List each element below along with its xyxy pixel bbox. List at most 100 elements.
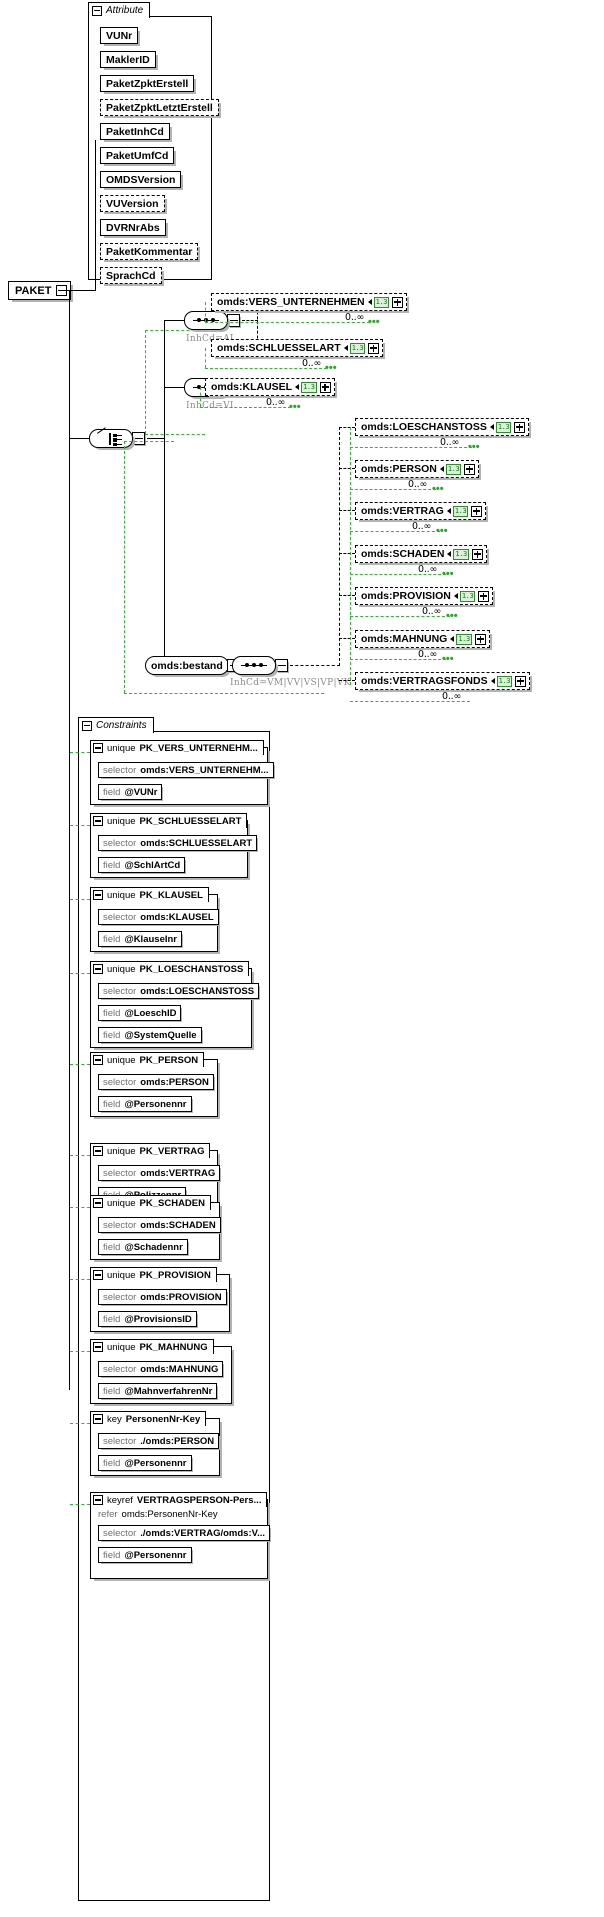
constraint-tab[interactable]: unique PK_SCHADEN (90, 1195, 211, 1210)
element-schaden[interactable]: omds:SCHADEN 1.3 (355, 545, 487, 563)
minus-icon[interactable] (93, 1055, 103, 1065)
constraint-field-row[interactable]: field @ProvisionsID (98, 1311, 197, 1327)
constraint-selector-row[interactable]: selector omds:KLAUSEL (98, 909, 219, 925)
minus-icon[interactable] (93, 890, 103, 900)
constraint-tab[interactable]: unique PK_SCHLUESSELART (90, 813, 248, 828)
choice-expander[interactable] (132, 432, 145, 445)
sequence-expander[interactable] (227, 314, 240, 327)
constraint-tab[interactable]: keyref VERTRAGSPERSON-Pers... (90, 1492, 268, 1507)
constraint-field-row[interactable]: field @VUNr (98, 784, 163, 800)
element-person[interactable]: omds:PERSON 1.3 (355, 460, 480, 478)
attribute-maklerid[interactable]: MaklerID (100, 51, 156, 68)
sequence-expander[interactable] (275, 659, 288, 672)
constraint-selector-row[interactable]: selector omds:PERSON (98, 1074, 214, 1090)
element-schluesselart[interactable]: omds:SCHLUESSELART 1.3 (211, 339, 384, 357)
minus-icon[interactable] (93, 1198, 103, 1208)
minus-icon[interactable] (93, 743, 103, 753)
attribute-dvrnrabs[interactable]: DVRNrAbs (100, 219, 166, 236)
attribute-paketinhcd[interactable]: PaketInhCd (100, 123, 170, 140)
attribute-paketumfcd[interactable]: PaketUmfCd (100, 147, 175, 164)
minus-icon[interactable] (93, 1414, 103, 1424)
plus-icon[interactable] (368, 342, 380, 354)
constraint-selector-row[interactable]: selector ./omds:PERSON (98, 1433, 220, 1449)
occurrence-label: 0..∞ (302, 358, 322, 369)
constraint-selector-row[interactable]: selector ./omds:VERTRAG/omds:V... (98, 1525, 271, 1541)
constraint-name: PK_LOESCHANSTOSS (139, 963, 244, 975)
minus-icon[interactable] (82, 720, 92, 731)
element-label: omds:PROVISION (361, 589, 451, 602)
constraint-field-row[interactable]: field @SystemQuelle (98, 1027, 202, 1043)
minus-icon[interactable] (93, 1270, 103, 1280)
row-key: field (103, 1241, 121, 1253)
plus-icon[interactable] (514, 421, 526, 433)
row-key: field (103, 1098, 121, 1110)
plus-icon[interactable] (471, 548, 483, 560)
constraint-field-row[interactable]: field @Personennr (98, 1096, 192, 1112)
constraint-tab[interactable]: key PersonenNr-Key (90, 1411, 207, 1426)
constraint-field-row[interactable]: field @Schadennr (98, 1239, 188, 1255)
constraint-field-row[interactable]: field @SchlArtCd (98, 857, 186, 873)
minus-icon[interactable] (92, 5, 102, 16)
row-key: selector (103, 764, 137, 776)
element-vertragsfonds[interactable]: omds:VERTRAGSFONDS 1.3 (355, 672, 531, 690)
attribute-omdsversion[interactable]: OMDSVersion (100, 171, 182, 188)
constraint-selector-row[interactable]: selector omds:SCHLUESSELART (98, 835, 258, 851)
constraint-tab[interactable]: unique PK_VERS_UNTERNEHM... (90, 740, 264, 755)
sequence-compositor-ai[interactable] (184, 311, 240, 330)
attribute-paketzpkterstell[interactable]: PaketZpktErstell (100, 75, 195, 92)
minus-icon[interactable] (93, 816, 103, 826)
group-ref-bestand[interactable]: omds:bestand (145, 656, 229, 675)
constraint-field-row[interactable]: field @MahnverfahrenNr (98, 1383, 218, 1399)
attribute-vuversion[interactable]: VUVersion (100, 195, 165, 212)
plus-icon[interactable] (319, 381, 331, 393)
plus-icon[interactable] (471, 505, 483, 517)
plus-icon[interactable] (464, 463, 476, 475)
minus-icon[interactable] (93, 1146, 103, 1156)
constraint-selector-row[interactable]: selector omds:SCHADEN (98, 1217, 221, 1233)
constraint-selector-row[interactable]: selector omds:VERTRAG (98, 1165, 221, 1181)
row-value: omds:PROVISION (140, 1291, 222, 1303)
element-vers-unternehmen[interactable]: omds:VERS_UNTERNEHMEN 1.3 (211, 293, 408, 311)
constraint-tab[interactable]: unique PK_MAHNUNG (90, 1339, 214, 1354)
constraint-field-row[interactable]: field @LoeschID (98, 1005, 182, 1021)
row-key: field (103, 1549, 121, 1561)
choice-compositor[interactable] (89, 427, 145, 448)
attribute-sprachcd[interactable]: SprachCd (100, 267, 162, 284)
constraint-tab[interactable]: unique PK_PROVISION (90, 1267, 217, 1282)
minus-icon[interactable] (93, 1342, 103, 1352)
constraint-field-row[interactable]: field @Personennr (98, 1547, 192, 1563)
constraint-tab[interactable]: unique PK_VERTRAG (90, 1143, 211, 1158)
constraint-tab[interactable]: unique PK_PERSON (90, 1052, 205, 1067)
constraint-tab[interactable]: unique PK_KLAUSEL (90, 887, 209, 902)
sequence-compositor-bestand[interactable] (232, 656, 288, 675)
element-vertrag[interactable]: omds:VERTRAG 1.3 (355, 502, 487, 520)
constraints-group-tab[interactable]: Constraints (78, 717, 154, 733)
element-klausel[interactable]: omds:KLAUSEL 1.3 (205, 378, 335, 396)
plus-icon[interactable] (392, 296, 404, 308)
minus-icon[interactable] (93, 1495, 103, 1505)
constraint-field-row[interactable]: field @KlauseInr (98, 931, 182, 947)
constraint-selector-row[interactable]: selector omds:LOESCHANSTOSS (98, 983, 260, 999)
attribute-paketkommentar[interactable]: PaketKommentar (100, 243, 199, 260)
element-loeschanstoss[interactable]: omds:LOESCHANSTOSS 1.3 (355, 418, 530, 436)
constraint-selector-row[interactable]: selector omds:MAHNUNG (98, 1361, 224, 1377)
element-mahnung[interactable]: omds:MAHNUNG 1.3 (355, 630, 490, 648)
attribute-paketzpktletzterstell[interactable]: PaketZpktLetztErstell (100, 99, 219, 116)
element-label: omds:SCHADEN (361, 547, 445, 560)
constraint-selector-row[interactable]: selector omds:PROVISION (98, 1289, 227, 1305)
constraint-selector-row[interactable]: selector omds:VERS_UNTERNEHM... (98, 762, 274, 778)
attribute-group-tab[interactable]: Attribute (88, 2, 151, 18)
row-key: selector (103, 1167, 137, 1179)
green-guide (70, 1279, 90, 1280)
constraint-field-row[interactable]: field @Personennr (98, 1455, 192, 1471)
plus-icon[interactable] (478, 590, 490, 602)
minus-icon[interactable] (93, 964, 103, 974)
row-key: refer (98, 1508, 118, 1520)
attribute-label: SprachCd (106, 269, 156, 282)
element-provision[interactable]: omds:PROVISION 1.3 (355, 587, 494, 605)
attribute-vunr[interactable]: VUNr (100, 27, 139, 44)
plus-icon[interactable] (515, 675, 527, 687)
connector (69, 438, 89, 439)
constraint-tab[interactable]: unique PK_LOESCHANSTOSS (90, 961, 250, 976)
plus-icon[interactable] (474, 633, 486, 645)
